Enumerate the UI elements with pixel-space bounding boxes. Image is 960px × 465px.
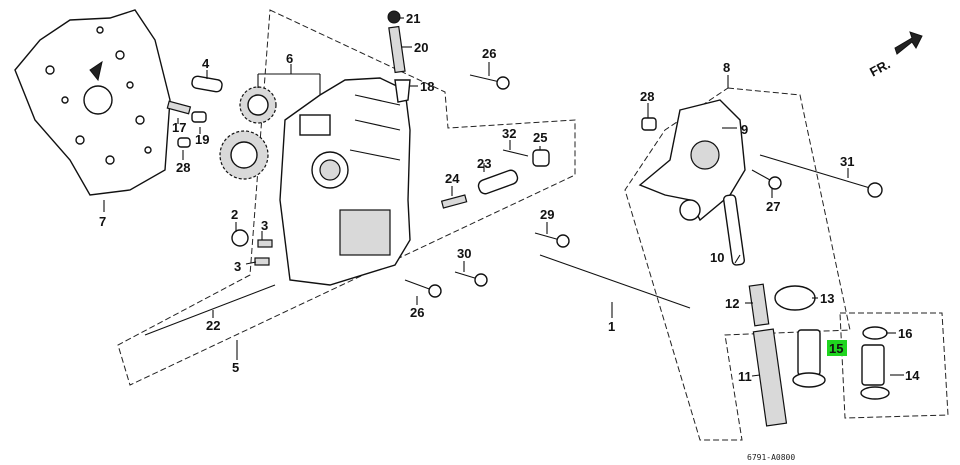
callout-18: 18 bbox=[420, 79, 434, 94]
housing-9 bbox=[638, 99, 746, 222]
callout-26b: 26 bbox=[410, 305, 424, 320]
spring-24 bbox=[440, 194, 468, 209]
callout-28a: 28 bbox=[640, 89, 654, 104]
callout-2: 2 bbox=[231, 207, 238, 222]
piston-15 bbox=[792, 329, 826, 388]
pin-28-left bbox=[177, 137, 191, 148]
callout-1: 1 bbox=[608, 319, 615, 334]
pump-gears bbox=[219, 86, 277, 180]
spring-13 bbox=[774, 285, 816, 311]
callout-21: 21 bbox=[406, 11, 420, 26]
callout-17: 17 bbox=[172, 120, 186, 135]
callout-15: 15 bbox=[829, 341, 843, 356]
valve-23 bbox=[477, 169, 519, 195]
leader-lines bbox=[103, 17, 904, 377]
valve-18 bbox=[394, 79, 411, 103]
shaft-22 bbox=[144, 284, 276, 336]
callout-20: 20 bbox=[414, 40, 428, 55]
block-25 bbox=[532, 149, 550, 167]
main-valve-body bbox=[279, 77, 411, 286]
cap-21 bbox=[387, 10, 401, 24]
callout-25: 25 bbox=[533, 130, 547, 145]
pin-32 bbox=[502, 149, 529, 157]
pin-28-right bbox=[641, 117, 657, 131]
callout-3b: 3 bbox=[234, 259, 241, 274]
callout-7: 7 bbox=[99, 214, 106, 229]
washer-2 bbox=[231, 229, 249, 247]
spring-17 bbox=[166, 100, 192, 115]
callout-11: 11 bbox=[738, 369, 752, 384]
callout-32: 32 bbox=[502, 126, 516, 141]
pin-3b bbox=[254, 257, 270, 266]
bolt-29 bbox=[534, 232, 570, 248]
callout-27: 27 bbox=[766, 199, 780, 214]
pin-19 bbox=[191, 111, 207, 123]
callout-8: 8 bbox=[723, 60, 730, 75]
spring-20 bbox=[388, 25, 406, 74]
front-direction-arrow-icon bbox=[894, 31, 923, 55]
direction-label: FR. bbox=[867, 56, 893, 79]
callout-12: 12 bbox=[725, 296, 739, 311]
bolt-27 bbox=[751, 169, 782, 190]
callout-26a: 26 bbox=[482, 46, 496, 61]
shaft-1 bbox=[539, 254, 691, 309]
callout-6: 6 bbox=[286, 51, 293, 66]
callout-31: 31 bbox=[840, 154, 854, 169]
pin-4 bbox=[191, 75, 223, 93]
spring-11 bbox=[752, 328, 788, 427]
callout-15-highlight bbox=[827, 340, 847, 356]
separator-plate bbox=[14, 9, 171, 196]
callout-10: 10 bbox=[710, 250, 724, 265]
group-boundary-15 bbox=[839, 312, 949, 419]
callout-23: 23 bbox=[477, 156, 491, 171]
pin-3a bbox=[257, 239, 273, 248]
callout-29: 29 bbox=[540, 207, 554, 222]
callout-4: 4 bbox=[202, 56, 210, 71]
group-boundary-5 bbox=[117, 9, 576, 386]
spring-12 bbox=[748, 283, 770, 327]
bolt-31 bbox=[759, 154, 883, 198]
callout-16: 16 bbox=[898, 326, 912, 341]
callout-28b: 28 bbox=[176, 160, 190, 175]
callout-14: 14 bbox=[905, 368, 920, 383]
piston-14 bbox=[860, 344, 890, 400]
callout-13: 13 bbox=[820, 291, 834, 306]
washer-16 bbox=[862, 326, 888, 340]
bolt-30 bbox=[454, 271, 488, 287]
bolt-26-bottom bbox=[404, 279, 442, 298]
callout-22: 22 bbox=[206, 318, 220, 333]
group-boundary-8 bbox=[624, 87, 851, 441]
valve-10 bbox=[723, 194, 745, 266]
bolt-26-top bbox=[469, 74, 510, 90]
callout-9: 9 bbox=[741, 122, 748, 137]
callout-24: 24 bbox=[445, 171, 460, 186]
diagram-code: 6791-A0800 bbox=[747, 453, 795, 462]
callout-19: 19 bbox=[195, 132, 209, 147]
callout-3a: 3 bbox=[261, 218, 268, 233]
callout-5: 5 bbox=[232, 360, 239, 375]
callout-30: 30 bbox=[457, 246, 471, 261]
